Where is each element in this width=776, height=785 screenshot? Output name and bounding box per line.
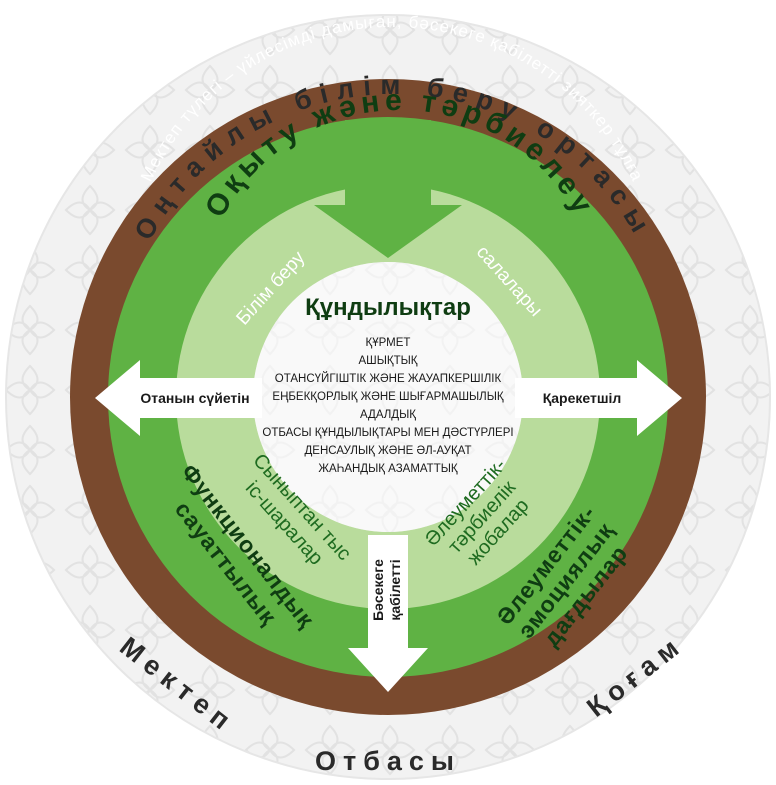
center-title: Құндылықтар	[305, 294, 471, 321]
value-item: АШЫҚТЫҚ	[359, 355, 418, 367]
value-item: АДАЛДЫҚ	[360, 409, 416, 421]
bottom-arrow-label-line2: қабілетті	[387, 559, 403, 620]
top-arrow	[314, 120, 462, 258]
right-arrow-label: Қарекетшіл	[543, 390, 622, 406]
outer-bottom-label: Отбасы	[315, 746, 461, 776]
bottom-arrow-label-line1: Бәсекеге	[370, 559, 386, 621]
value-item: ОТБАСЫ ҚҰНДЫЛЫҚТАРЫ МЕН ДӘСТҮРЛЕРІ	[262, 427, 513, 439]
center-circle-overlay	[253, 262, 523, 532]
right-arrow	[515, 360, 682, 436]
value-item: ЕҢБЕКҚОРЛЫҚ ЖӘНЕ ШЫҒАРМАШЫЛЫҚ	[272, 391, 503, 403]
left-arrow	[95, 360, 262, 436]
value-item: ДЕНСАУЛЫҚ ЖӘНЕ ӘЛ-АУҚАТ	[305, 445, 472, 457]
value-item: ҚҰРМЕТ	[366, 337, 411, 349]
bottom-arrow	[348, 535, 428, 692]
value-item: ЖАҺАНДЫҚ АЗАМАТТЫҚ	[318, 463, 458, 475]
bottom-arrow-label-group: Бәсекеге қабілетті	[370, 559, 403, 621]
value-item: ОТАНСҮЙГІШТІК ЖӘНЕ ЖАУАПКЕРШІЛІК	[275, 372, 502, 385]
left-arrow-label: Отанын сүйетін	[140, 390, 249, 406]
